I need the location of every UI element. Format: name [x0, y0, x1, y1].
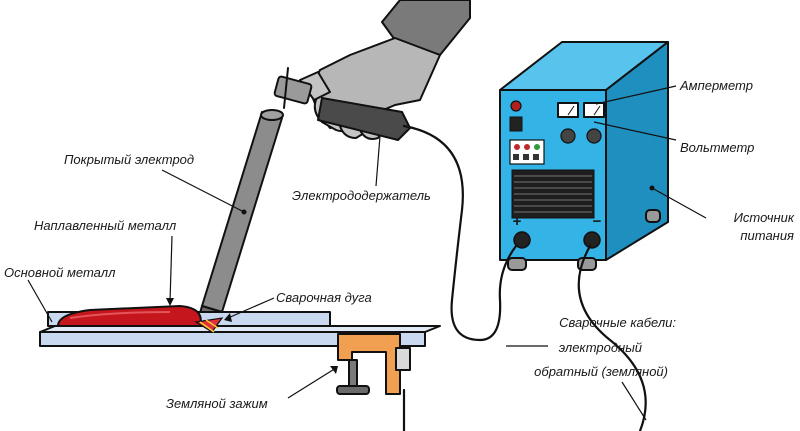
ammeter-icon [557, 102, 579, 118]
minus-sign: − [593, 213, 602, 230]
knob-icon [560, 128, 576, 144]
knob-icon [586, 128, 602, 144]
leader-lines [27, 85, 707, 399]
coated-electrode-icon [197, 109, 284, 327]
label-electrode-holder: Электрододержатель [292, 188, 431, 203]
label-cables-title: Сварочные кабели: [559, 315, 676, 330]
electrode-cable [402, 124, 518, 342]
electrode-holder-icon [273, 67, 411, 141]
return-cable [577, 244, 647, 431]
label-power-source-2: питания [740, 228, 794, 243]
label-electrode-cable: электродный [559, 340, 642, 355]
negative-terminal [583, 231, 601, 249]
label-ammeter: Амперметр [679, 78, 753, 93]
deposited-metal-icon [57, 305, 202, 327]
label-voltmeter: Вольтметр [680, 140, 754, 155]
label-coated-electrode: Покрытый электрод [64, 152, 194, 167]
power-source [499, 41, 669, 271]
label-return-cable: обратный (земляной) [534, 364, 668, 379]
label-ground-clamp: Земляной зажим [166, 396, 268, 411]
label-deposited-metal: Наплавленный металл [34, 218, 177, 233]
positive-terminal [513, 231, 531, 249]
ground-clamp-icon [336, 333, 411, 395]
plus-sign: + [513, 213, 522, 230]
label-welding-arc: Сварочная дуга [276, 290, 372, 305]
vent-grille [511, 169, 595, 219]
cables [402, 124, 647, 431]
label-power-source-1: Источник [734, 210, 795, 225]
label-base-metal: Основной металл [4, 265, 116, 280]
welding-arc-icon [194, 317, 224, 333]
voltmeter-icon [583, 102, 605, 118]
